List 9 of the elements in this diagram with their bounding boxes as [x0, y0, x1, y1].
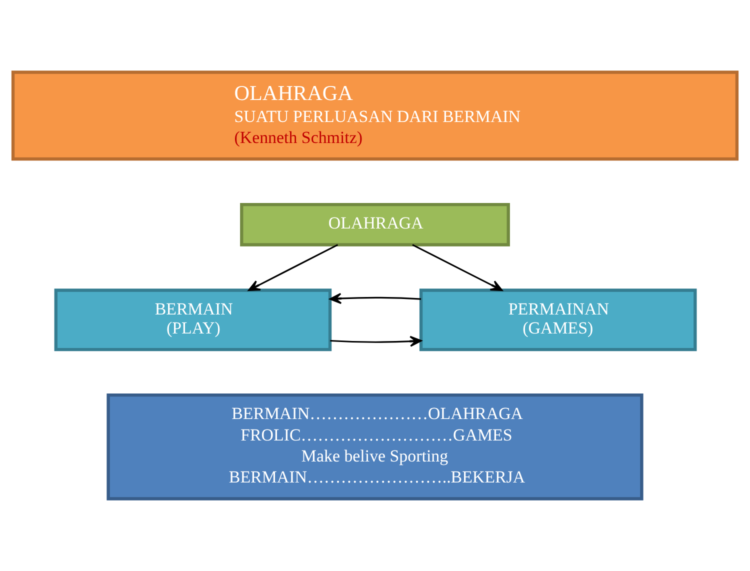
node-box: OLAHRAGA — [240, 202, 510, 246]
arrow — [412, 244, 503, 292]
arrow — [330, 336, 422, 347]
node-box: OLAHRAGA SUATU PERLUASAN DARI BERMAIN (Kenneth Schmitz) — [11, 70, 739, 161]
node-box: PERMAINAN (GAMES) — [419, 288, 697, 352]
arrow — [248, 244, 338, 292]
node-box: BERMAIN…………………OLAHRAGA FROLIC………………………GAMES Make belive Sporting BERMAIN……………………..BEKERJA — [106, 393, 644, 500]
node-box: BERMAIN (PLAY) — [54, 288, 332, 352]
arrow — [329, 292, 422, 304]
